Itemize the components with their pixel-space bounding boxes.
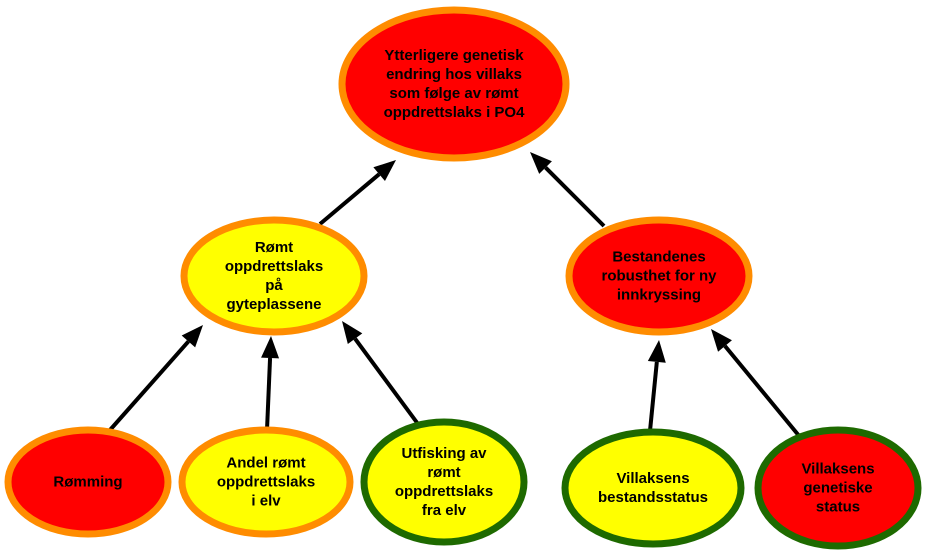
arrow-head-icon [530, 152, 552, 174]
node-right-mid: Bestandenes robusthet for ny innkryssing [565, 216, 753, 336]
arrow-head-icon [261, 336, 280, 359]
arrow-shaft [648, 361, 659, 432]
node-top: Ytterligere genetisk endring hos villaks s… [338, 6, 570, 162]
node-ellipse [4, 426, 172, 538]
node-label-line: oppdrettslaks [217, 474, 315, 491]
node-label-line: Andel rømt [226, 455, 305, 472]
node-label-line: genetiske [803, 480, 872, 497]
arrow-bestandsstatus-to-right_mid [647, 340, 666, 432]
node-label-line: Villaksens [801, 461, 874, 478]
node-label-line: endring hos villaks [386, 66, 522, 83]
node-ellipse [754, 426, 922, 550]
arrow-shaft [318, 172, 381, 226]
node-label-line: på [265, 277, 283, 294]
node-label-line: i elv [251, 493, 281, 510]
node-romming: Rømming [4, 426, 172, 538]
arrows-layer [108, 152, 802, 439]
arrow-head-icon [373, 160, 396, 182]
node-andel: Andel rømt oppdrettslaks i elv [178, 426, 354, 538]
node-label-line: oppdrettslaks i PO4 [384, 104, 526, 121]
node-label-line: gyteplassene [226, 296, 321, 313]
node-label-line: Ytterligere genetisk [384, 47, 524, 64]
node-label-line: rømt [427, 464, 460, 481]
arrow-left_mid-to-top [318, 160, 396, 226]
arrow-utfisking-to-left_mid [342, 321, 420, 426]
node-label-line: Utfisking av [401, 445, 487, 462]
node-label-line: Bestandenes [612, 249, 705, 266]
arrow-head-icon [647, 340, 666, 363]
node-label-line: robusthet for ny [602, 268, 718, 285]
arrow-head-icon [711, 329, 732, 352]
node-ellipse [561, 428, 745, 548]
arrow-right_mid-to-top [530, 152, 606, 228]
arrow-genetisk_status-to-right_mid [711, 329, 802, 439]
node-ellipse [565, 216, 753, 336]
node-label-line: fra elv [422, 502, 467, 519]
node-ellipse [180, 216, 368, 336]
node-bestandsstatus: Villaksens bestandsstatus [561, 428, 745, 548]
node-label-line: Rømming [53, 474, 122, 491]
node-utfisking: Utfisking av rømt oppdrettslaks fra elv [360, 418, 528, 546]
nodes-layer: Ytterligere genetisk endring hos villaks s… [4, 6, 922, 550]
node-ellipse [338, 6, 570, 162]
arrow-romming-to-left_mid [108, 325, 203, 432]
node-ellipse [178, 426, 354, 538]
node-label-line: oppdrettslaks [395, 483, 493, 500]
arrow-shaft [353, 337, 420, 426]
arrow-head-icon [342, 321, 363, 345]
node-genetisk-status: Villaksens genetiske status [754, 426, 922, 550]
node-label-line: status [816, 499, 860, 516]
arrow-shaft [108, 340, 190, 432]
arrow-shaft [544, 166, 606, 228]
node-left-mid: Rømt oppdrettslaks på gyteplassene [180, 216, 368, 336]
node-label-line: oppdrettslaks [225, 258, 323, 275]
arrow-shaft [265, 357, 273, 431]
arrow-shaft [723, 344, 802, 439]
node-label-line: Villaksens [616, 470, 689, 487]
node-label-line: innkryssing [617, 287, 701, 304]
node-label-line: Rømt [255, 239, 293, 256]
node-label-line: bestandsstatus [598, 489, 708, 506]
arrow-andel-to-left_mid [261, 336, 280, 431]
arrow-head-icon [181, 325, 203, 348]
node-ellipse [360, 418, 528, 546]
node-label-line: som følge av rømt [389, 85, 518, 102]
